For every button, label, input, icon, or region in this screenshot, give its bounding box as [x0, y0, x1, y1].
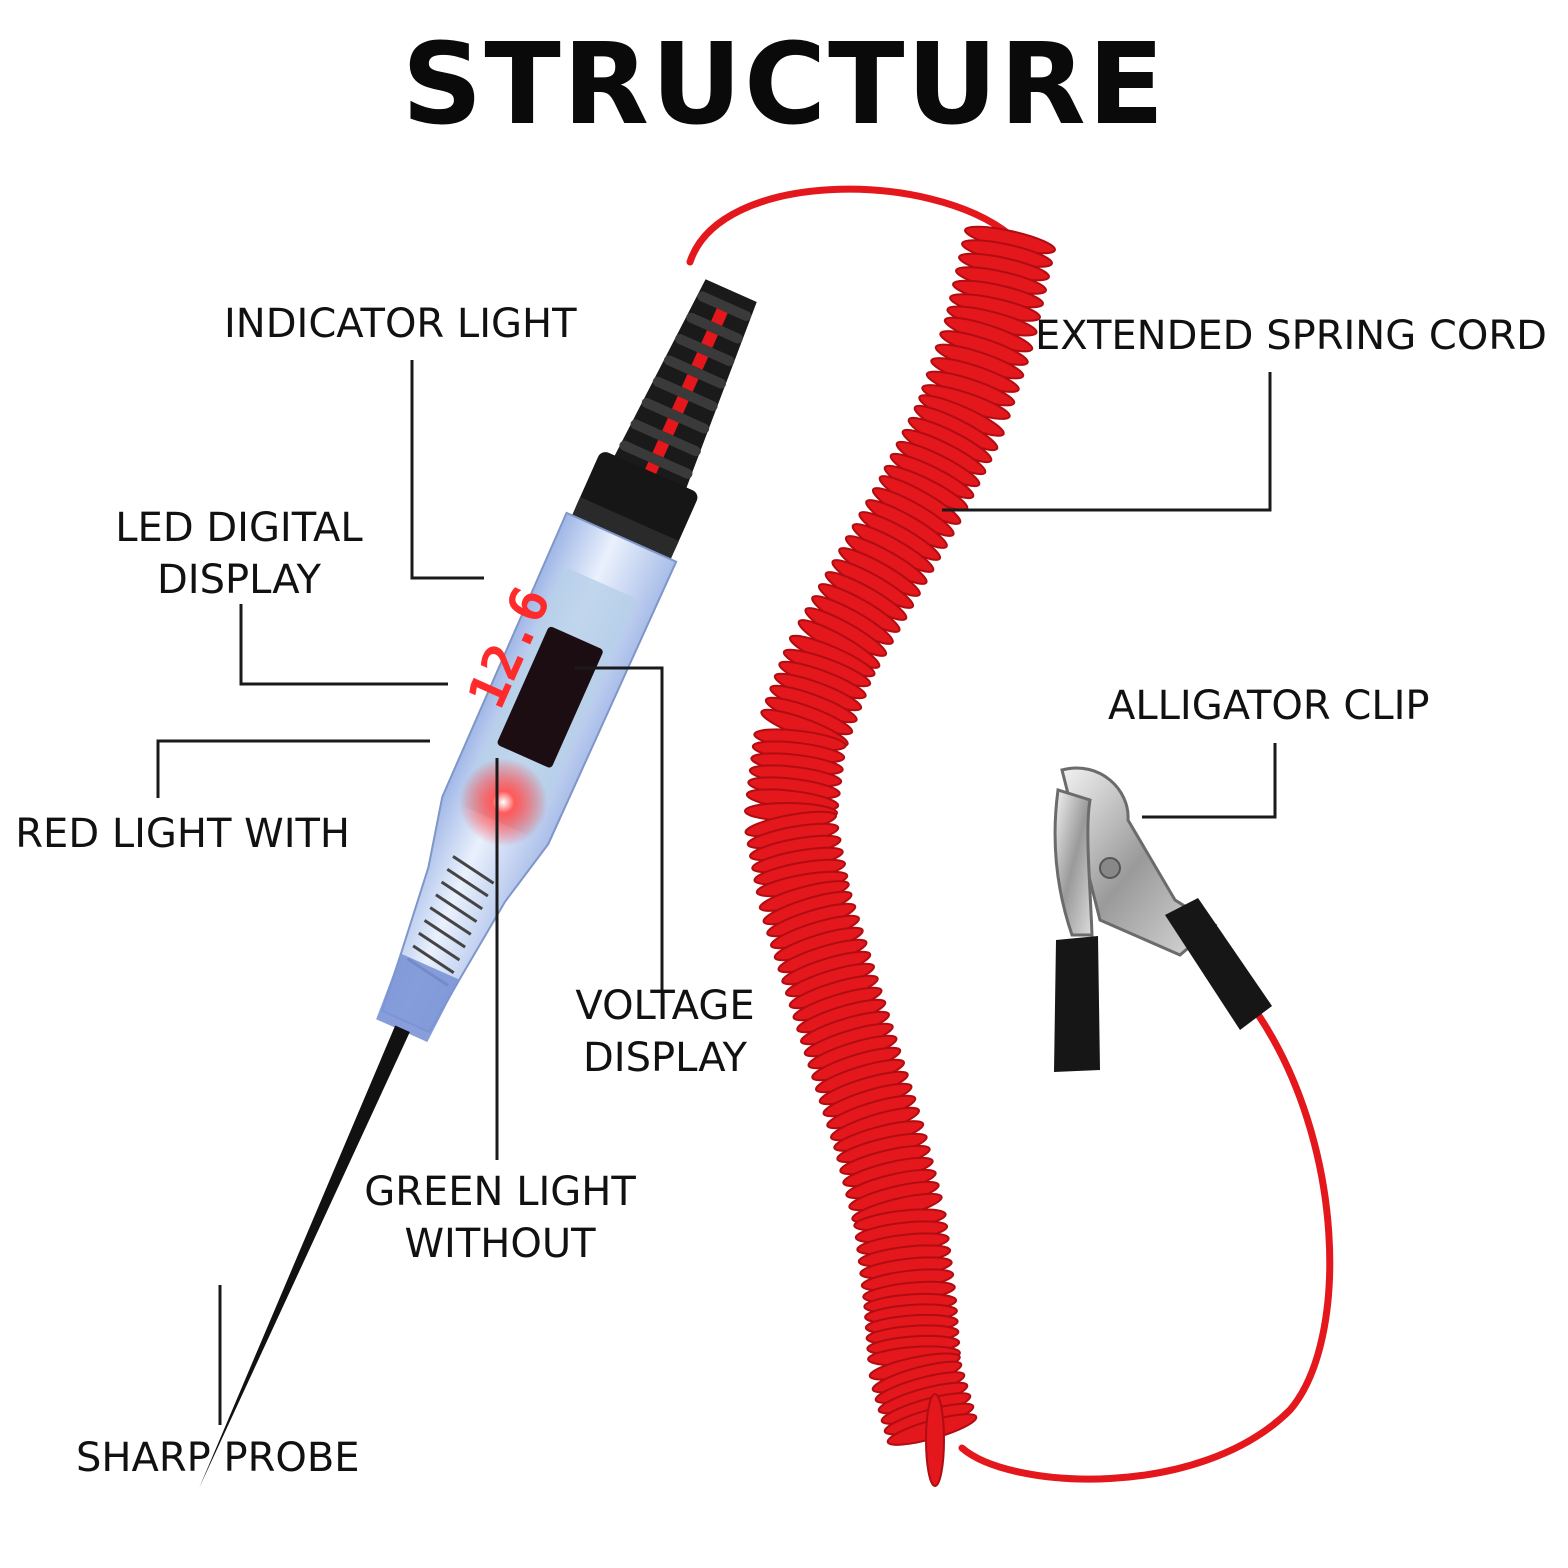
- spring-cord-coil: [744, 225, 1056, 1487]
- boot-wire-gap: [671, 395, 689, 414]
- label-led-display: LED DIGITAL DISPLAY: [100, 502, 378, 606]
- boot-rib: [686, 312, 743, 344]
- label-voltage-display: VOLTAGE DISPLAY: [555, 980, 775, 1084]
- boot-rib: [697, 291, 752, 321]
- boot-wire-gap: [691, 352, 709, 370]
- cord-lower-wire: [958, 1006, 1334, 1483]
- strain-relief-boot: [609, 279, 757, 499]
- inner-spring-turn: [423, 919, 466, 949]
- label-voltage-display-line1: VOLTAGE: [575, 983, 755, 1029]
- boot-rib: [619, 440, 693, 479]
- inner-spring-turn: [412, 944, 455, 975]
- leader-voltage-display: [575, 666, 664, 990]
- boot-rib: [652, 376, 718, 412]
- boot-wire-gap: [701, 330, 718, 348]
- led-digital-display: [497, 626, 603, 768]
- inner-spring-turn: [452, 855, 495, 885]
- inner-spring-turn: [418, 931, 461, 962]
- inner-spring-turn: [435, 893, 478, 923]
- label-indicator-light: INDICATOR LIGHT: [224, 301, 577, 347]
- leader-led-display: [239, 604, 448, 686]
- cord-top-wire: [686, 185, 1014, 266]
- boot-wire-gap: [711, 308, 728, 326]
- leader-red-light: [156, 739, 430, 798]
- inner-spring-turn: [429, 906, 472, 936]
- label-red-light: RED LIGHT WITH: [15, 811, 350, 857]
- leader-lines: [156, 360, 1277, 1425]
- inner-spring-turn: [440, 880, 484, 911]
- leader-alligator-clip: [1142, 743, 1277, 819]
- label-green-light-line1: GREEN LIGHT: [364, 1169, 636, 1215]
- pen-cap: [575, 452, 698, 555]
- leader-spring-cord: [942, 372, 1272, 512]
- label-sharp-probe: SHARP PROBE: [76, 1435, 360, 1481]
- label-green-light-line2: WITHOUT: [404, 1221, 596, 1267]
- boot-wire-gap: [662, 417, 679, 436]
- test-light-pen: 12.6: [199, 279, 757, 1488]
- label-alligator-clip: ALLIGATOR CLIP: [1108, 683, 1430, 729]
- inner-spring-turn: [446, 867, 489, 898]
- boot-wire-gap: [681, 374, 699, 392]
- coil-loop: [925, 1393, 945, 1487]
- boot-rib: [630, 419, 701, 457]
- boot-wire-gap: [652, 439, 670, 458]
- red-light-glow: [459, 758, 548, 847]
- label-spring-cord: EXTENDED SPRING CORD: [1035, 313, 1547, 359]
- label-led-display-line2: DISPLAY: [156, 557, 321, 603]
- alligator-clip: [1053, 766, 1272, 1072]
- sharp-probe: [199, 1025, 410, 1488]
- label-led-display-line1: LED DIGITAL: [115, 505, 363, 551]
- label-voltage-display-line2: DISPLAY: [582, 1035, 747, 1081]
- leader-indicator-light: [410, 360, 484, 580]
- boot-rib: [641, 397, 710, 434]
- boot-rib: [675, 334, 735, 366]
- page-title: STRUCTURE: [401, 20, 1167, 150]
- label-green-light: GREEN LIGHT WITHOUT: [345, 1166, 655, 1270]
- boot-rib: [663, 355, 727, 389]
